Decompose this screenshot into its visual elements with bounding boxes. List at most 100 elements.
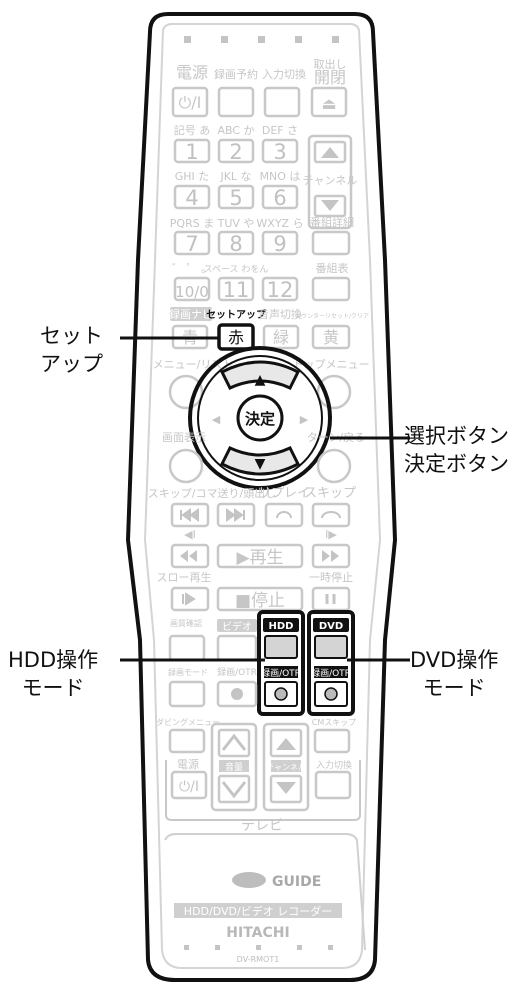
skip-forward-button[interactable]	[311, 502, 351, 528]
skip-back-button[interactable]	[170, 502, 210, 528]
remote-inner-body	[143, 23, 382, 969]
green-key[interactable]	[262, 324, 300, 350]
menu-list-button[interactable]	[168, 374, 204, 410]
rec-mode-label: 録画モード	[168, 667, 208, 677]
number-key-1-digit: 1	[185, 140, 198, 164]
tv-input-button[interactable]	[314, 770, 352, 800]
number-key-10-label: ゛ ゜ 。	[172, 262, 212, 275]
slow-play-button[interactable]	[170, 586, 210, 612]
number-key-4[interactable]: GHI た 4	[173, 170, 211, 210]
right-arrow-icon[interactable]: ▶	[300, 413, 309, 426]
remote-outer-body	[125, 12, 398, 982]
video-record-icon	[231, 688, 243, 700]
number-key-3-label: DEF さ	[262, 124, 298, 137]
frame-advance-button[interactable]	[216, 502, 256, 528]
yellow-key-label: 黄	[323, 328, 339, 347]
hdd-button[interactable]	[264, 635, 298, 659]
rewind-button[interactable]	[170, 543, 210, 569]
pause-icon	[325, 594, 336, 604]
dvd-button[interactable]	[314, 635, 348, 659]
left-arrow-icon[interactable]: ◀	[212, 413, 221, 426]
rec-reserve-button[interactable]	[217, 86, 255, 118]
dpad-ring	[188, 346, 332, 490]
replay-button[interactable]	[264, 502, 304, 528]
video-badge	[217, 619, 257, 632]
guide-logo-text: GUIDE	[272, 874, 321, 890]
number-key-11-label: スペース わをん	[204, 264, 269, 275]
number-key-3[interactable]: DEF さ 3	[261, 124, 299, 164]
top-menu-label: トップメニュー	[293, 358, 370, 371]
tv-section-frame	[165, 760, 361, 821]
channel-up-button[interactable]	[313, 140, 347, 164]
number-key-12-digit: 12	[267, 278, 294, 302]
video-record-button[interactable]	[216, 680, 258, 708]
volume-down-button[interactable]	[217, 774, 251, 804]
tv-channel-up-button[interactable]	[269, 728, 303, 758]
channel-label: チャンネル	[303, 174, 358, 187]
program-detail-button[interactable]	[311, 230, 351, 256]
number-key-10-digit: 10/0	[175, 283, 209, 301]
fast-forward-button[interactable]	[311, 543, 351, 569]
channel-up-icon	[321, 147, 339, 158]
dpad-down-button[interactable]	[220, 446, 300, 476]
hdd-callout-line1: HDD操作	[8, 648, 99, 672]
screen-display-button[interactable]	[168, 448, 204, 484]
dpad-inner-ring	[197, 355, 323, 481]
hdd-badge-label: HDD	[269, 621, 294, 632]
number-key-9[interactable]: WXYZ ら 9	[256, 217, 303, 256]
model-number: DV-RMOT1	[237, 955, 280, 964]
number-key-2-label: ABC か	[217, 124, 254, 137]
number-key-1[interactable]: 記号 あ 1	[173, 123, 211, 164]
power-button[interactable]	[171, 86, 209, 118]
red-key-label: 赤	[228, 328, 244, 347]
dubbing-menu-button[interactable]	[168, 728, 206, 754]
slow-play-icon	[182, 592, 196, 606]
channel-down-icon	[321, 200, 339, 211]
dvd-record-label: 録画/OTR	[311, 667, 351, 679]
return-button[interactable]	[316, 448, 352, 484]
number-key-5[interactable]: JKL な 5	[217, 170, 255, 210]
top-menu-button[interactable]	[316, 374, 352, 410]
number-key-11[interactable]: スペース わをん 11	[204, 264, 269, 302]
number-key-6[interactable]: MNO は 6	[260, 170, 301, 210]
up-arrow-icon: ▲	[255, 372, 266, 388]
video-record-label: 録画/OTR	[217, 666, 257, 678]
rec-mode-button[interactable]	[168, 680, 206, 708]
tv-label: テレビ	[241, 818, 283, 834]
input-switch-button[interactable]	[263, 86, 301, 118]
number-key-8[interactable]: TUV や 8	[217, 217, 255, 256]
channel-down-button[interactable]	[313, 194, 347, 218]
frame-advance-icon	[226, 508, 245, 522]
hdd-callout: HDD操作 モード	[8, 646, 98, 702]
commercial-skip-label: CMスキップ	[312, 718, 357, 727]
enter-button[interactable]	[236, 394, 284, 442]
play-button[interactable]	[216, 543, 304, 569]
number-key-2[interactable]: ABC か 2	[217, 124, 254, 164]
eject-button[interactable]	[310, 86, 348, 118]
rewind-icon	[180, 550, 197, 562]
volume-up-icon	[221, 733, 247, 751]
program-detail-label: 番組詳細	[310, 215, 354, 229]
dubbing-menu-label: ダビングメニュー	[156, 717, 220, 727]
tv-power-button[interactable]	[170, 770, 208, 800]
commercial-skip-button[interactable]	[313, 728, 351, 754]
tv-channel-rocker	[262, 722, 310, 812]
tv-channel-down-button[interactable]	[269, 774, 303, 804]
enter-label: 決定	[245, 410, 275, 428]
dvd-callout-line1: DVD操作	[410, 648, 499, 672]
number-key-4-label: GHI た	[175, 170, 210, 183]
volume-up-button[interactable]	[217, 728, 251, 758]
dpad-up-button[interactable]	[220, 360, 300, 390]
program-guide-button[interactable]	[311, 276, 351, 302]
yellow-key[interactable]	[311, 324, 351, 350]
skip-label: スキップ	[304, 486, 356, 501]
setup-small-label: セットアップ	[206, 308, 267, 321]
number-key-1-label: 記号 あ	[174, 123, 211, 137]
replay-icon	[276, 511, 292, 519]
stop-button[interactable]	[216, 586, 304, 612]
number-key-7[interactable]: PQRS ま 7	[170, 217, 214, 256]
number-key-12[interactable]: 12	[261, 276, 299, 302]
quality-label: 画質確認	[170, 618, 202, 628]
number-key-10[interactable]: ゛ ゜ 。 10/0	[172, 262, 212, 302]
